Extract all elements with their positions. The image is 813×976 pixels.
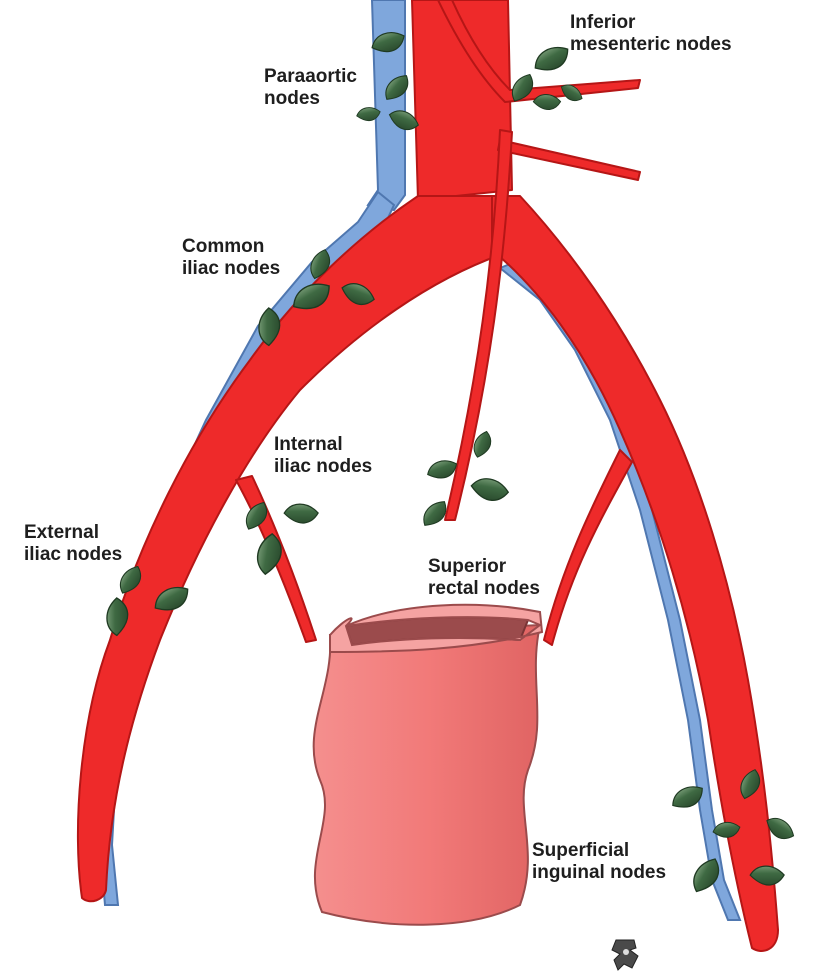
rectum-body (314, 625, 540, 925)
label-line: Paraaortic (264, 66, 357, 88)
label-line: mesenteric nodes (570, 34, 732, 56)
rectum (314, 605, 542, 925)
label-line: inguinal nodes (532, 862, 666, 884)
label-line: nodes (264, 88, 357, 110)
label-line: Superior (428, 556, 540, 578)
label-line: iliac nodes (182, 258, 280, 280)
label-line: rectal nodes (428, 578, 540, 600)
label-inferior-mesenteric-nodes: Inferior mesenteric nodes (570, 12, 732, 56)
label-line: Internal (274, 434, 372, 456)
label-line: External (24, 522, 122, 544)
inferior-vena-cava (368, 0, 405, 210)
superior-rectal-lymph-node (421, 501, 448, 525)
superior-rectal-lymph-node (471, 470, 509, 508)
label-line: iliac nodes (24, 544, 122, 566)
internal-iliac-lymph-node (284, 496, 319, 530)
superior-rectal-lymph-node (427, 456, 456, 483)
label-superior-rectal-nodes: Superior rectal nodes (428, 556, 540, 600)
sigmoid-artery-branch (498, 140, 640, 180)
label-line: Superficial (532, 840, 666, 862)
right-internal-iliac-artery (544, 450, 632, 645)
anatomy-logo-icon (612, 940, 638, 970)
label-line: Common (182, 236, 280, 258)
label-external-iliac-nodes: External iliac nodes (24, 522, 122, 566)
label-common-iliac-nodes: Common iliac nodes (182, 236, 280, 280)
inferior-mesenteric-lymph-node (535, 44, 568, 73)
label-superficial-inguinal-nodes: Superficial inguinal nodes (532, 840, 666, 884)
label-line: Inferior (570, 12, 732, 34)
label-line: iliac nodes (274, 456, 372, 478)
label-paraaortic-nodes: Paraaortic nodes (264, 66, 357, 110)
label-internal-iliac-nodes: Internal iliac nodes (274, 434, 372, 478)
superficial-inguinal-lymph-node (673, 783, 703, 810)
